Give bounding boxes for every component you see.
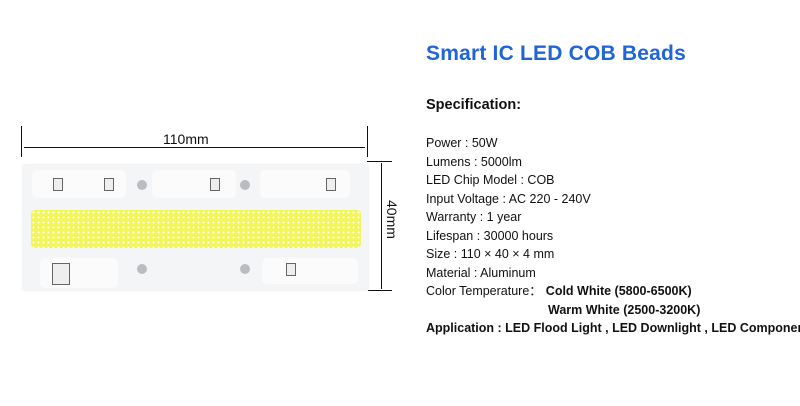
dim-tick-top <box>367 161 392 162</box>
height-arrow <box>381 163 382 289</box>
led-strip <box>31 210 361 248</box>
width-arrow <box>24 147 365 148</box>
height-label: 40mm <box>384 200 400 239</box>
width-label: 110mm <box>163 131 209 147</box>
spec-material: Material : Aluminum <box>426 265 536 280</box>
spec-list: Power : 50W Lumens : 5000lm LED Chip Mod… <box>426 134 800 338</box>
spec-power: Power : 50W <box>426 136 498 150</box>
spec-input-voltage: Input Voltage : AC 220 - 240V <box>426 191 591 206</box>
color-temp-warm: Warm White (2500-3200K) <box>548 302 701 317</box>
color-temp-cold: Cold White (5800-6500K) <box>545 284 692 298</box>
spec-heading: Specification: <box>426 97 522 113</box>
spec-chip-model: LED Chip Model : COB <box>426 173 555 187</box>
dim-tick-left <box>21 126 22 157</box>
color-temp-label: Color Temperature： <box>426 284 542 298</box>
spec-warranty: Warranty : 1 year <box>426 210 522 224</box>
dim-tick-right <box>367 126 368 157</box>
product-title: Smart IC LED COB Beads <box>426 42 686 65</box>
spec-color-temperature: Color Temperature：Cold White (5800-6500K… <box>426 282 800 301</box>
spec-application: Application : LED Flood Light , LED Down… <box>426 321 800 335</box>
spec-lumens: Lumens : 5000lm <box>426 154 522 169</box>
spec-size: Size : 110 × 40 × 4 mm <box>426 247 555 261</box>
dim-tick-bottom <box>368 290 392 291</box>
spec-lifespan: Lifespan : 30000 hours <box>426 228 554 243</box>
